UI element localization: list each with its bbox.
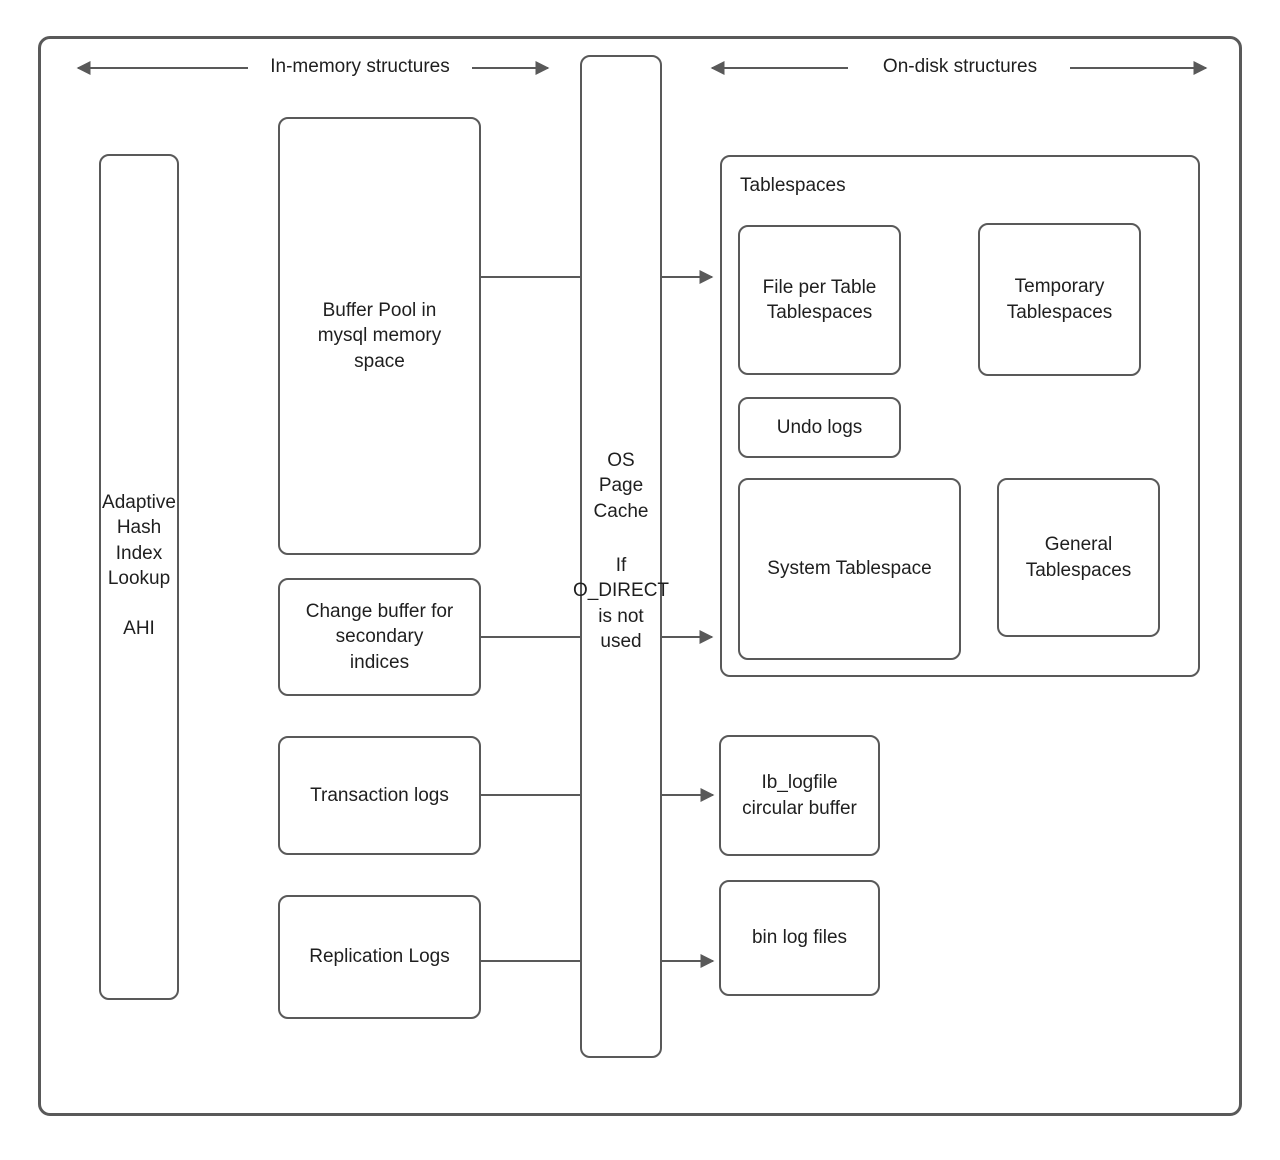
- node-temporary-tablespaces-label: Temporary Tablespaces: [1006, 276, 1113, 323]
- node-change-buffer[interactable]: Change buffer for secondary indices: [278, 578, 481, 696]
- node-system-tablespace[interactable]: System Tablespace: [738, 478, 961, 660]
- node-undo-logs-label: Undo logs: [776, 416, 863, 438]
- node-ib-logfile-label: Ib_logfile circular buffer: [742, 772, 857, 819]
- node-buffer-pool[interactable]: Buffer Pool in mysql memory space: [278, 117, 481, 555]
- axis-label-on-disk: On-disk structures: [882, 56, 1038, 77]
- outer-frame: [38, 36, 1242, 1116]
- node-buffer-pool-label: Buffer Pool in mysql memory space: [317, 300, 442, 372]
- node-file-per-table-tablespaces[interactable]: File per Table Tablespaces: [738, 225, 901, 375]
- node-bin-log-files-label: bin log files: [751, 927, 848, 949]
- node-replication-logs[interactable]: Replication Logs: [278, 895, 481, 1019]
- node-file-per-table-tablespaces-label: File per Table Tablespaces: [762, 276, 877, 323]
- node-change-buffer-label: Change buffer for secondary indices: [305, 601, 454, 673]
- node-ib-logfile[interactable]: Ib_logfile circular buffer: [719, 735, 880, 856]
- node-temporary-tablespaces[interactable]: Temporary Tablespaces: [978, 223, 1141, 376]
- node-general-tablespaces-label: General Tablespaces: [1025, 534, 1132, 581]
- node-replication-logs-label: Replication Logs: [309, 946, 450, 968]
- node-adaptive-hash-index[interactable]: [99, 154, 179, 1000]
- node-system-tablespace-label: System Tablespace: [767, 558, 932, 580]
- node-transaction-logs-label: Transaction logs: [310, 784, 449, 806]
- axis-label-in-memory: In-memory structures: [270, 56, 450, 77]
- node-undo-logs[interactable]: Undo logs: [738, 397, 901, 458]
- node-transaction-logs[interactable]: Transaction logs: [278, 736, 481, 855]
- node-general-tablespaces[interactable]: General Tablespaces: [997, 478, 1160, 637]
- group-tablespaces-label: Tablespaces: [740, 175, 846, 196]
- node-bin-log-files[interactable]: bin log files: [719, 880, 880, 996]
- node-os-page-cache[interactable]: [580, 55, 662, 1058]
